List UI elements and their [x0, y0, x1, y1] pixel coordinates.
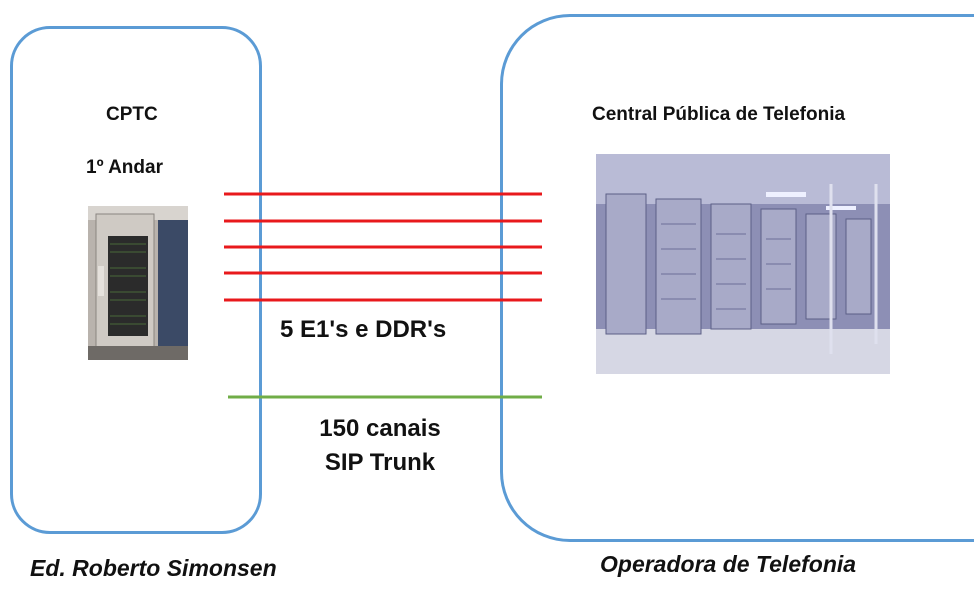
telephone-exchange-photo — [596, 154, 890, 374]
left-building-caption: Ed. Roberto Simonsen — [30, 555, 277, 581]
cptc-floor-label: 1º Andar — [86, 157, 163, 178]
sip-trunk-text: SIP Trunk — [324, 449, 436, 476]
pabx-rack-photo — [88, 206, 188, 360]
central-title: Central Pública de Telefonia — [592, 104, 846, 125]
e1-link-label: 5 E1's e DDR's — [280, 316, 447, 343]
operator-caption: Operadora de Telefonia — [600, 551, 857, 577]
sip-link-label: 150 canais SIP Trunk — [300, 412, 460, 480]
cptc-title: CPTC — [106, 104, 158, 125]
sip-channels-text: 150 canais — [319, 415, 441, 442]
